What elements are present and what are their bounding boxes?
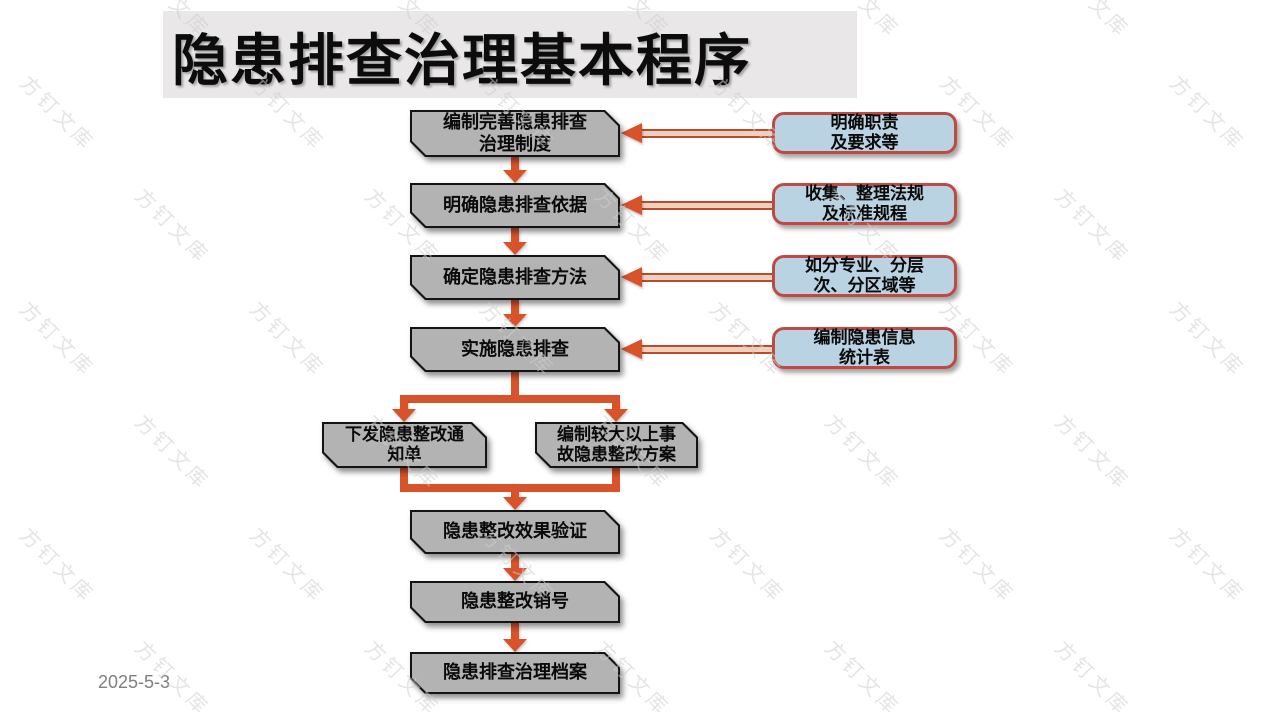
flow-step-4: 实施隐患排查 [410,327,620,372]
flow-step-1: 编制完善隐患排查 治理制度 [410,110,620,157]
arrow-down-2-3 [503,228,527,255]
arrow-shaft [642,344,772,354]
arrow-left-head-icon [621,267,642,287]
watermark-text: 方钉文库 [15,298,99,382]
arrow-down-branch-left [392,399,416,422]
flow-step-7-fill [412,654,618,692]
flow-step-6: 隐患整改销号 [410,581,620,623]
watermark-text: 方钉文库 [1165,298,1249,382]
flow-step-2-label: 明确隐患排查依据 [443,194,587,215]
watermark-text: 方钉文库 [245,524,329,608]
arrow-down-head-icon [392,409,416,422]
annotation-note-3: 如分专业、分层 次、分区域等 [772,255,957,297]
branch-step-left-fill [324,424,485,466]
arrow-down-head-icon [503,170,527,183]
branch-step-right-fill [537,424,696,466]
watermark-text: 方钉文库 [935,524,1019,608]
arrow-down-6-7 [503,623,527,652]
arrow-down-head-icon [503,568,527,581]
arrow-down-branch-right [604,399,628,422]
watermark-text: 方钉文库 [1050,185,1134,269]
arrow-down-head-icon [503,639,527,652]
branch-step-right-label: 编制较大以上事 故隐患整改方案 [557,424,676,464]
slide-date: 2025-5-3 [98,672,171,692]
arrow-left-head-icon [621,195,642,215]
flow-step-1-fill [412,112,618,155]
arrow-down-merge [503,489,527,510]
arrow-down-3-4 [503,300,527,327]
watermark-text: 方钉文库 [820,637,904,720]
arrow-from-note-3 [621,267,772,287]
flow-step-5: 隐患整改效果验证 [410,510,620,554]
arrow-from-note-4 [621,339,772,359]
watermark-text: 方钉文库 [15,524,99,608]
connector-merge-right [612,468,620,492]
connector-merge-bar [400,484,620,492]
flow-step-4-fill [412,329,618,370]
flow-step-7-label: 隐患排查治理档案 [443,662,587,683]
arrow-shaft [642,128,772,138]
flow-step-2-fill [412,185,618,226]
flow-step-2: 明确隐患排查依据 [410,183,620,228]
connector-split-stem [511,371,519,402]
arrow-shaft [511,623,519,639]
branch-step-left-label: 下发隐患整改通 知单 [345,424,464,464]
title-highlight-bar [163,11,857,98]
flow-step-4-label: 实施隐患排查 [461,338,569,359]
flow-step-6-fill [412,583,618,621]
connector-merge-left [400,468,408,492]
arrow-shaft [511,554,519,568]
flow-step-3: 确定隐患排查方法 [410,255,620,300]
watermark-text: 方钉文库 [130,185,214,269]
watermark-text: 方钉文库 [1050,637,1134,720]
arrow-down-head-icon [604,409,628,422]
flow-step-1-label: 编制完善隐患排查 治理制度 [443,112,587,154]
watermark-text: 方钉文库 [705,524,789,608]
flow-step-3-fill [412,257,618,298]
arrow-shaft [400,399,408,409]
arrow-shaft [642,200,772,210]
watermark-text: 方钉文库 [1050,411,1134,495]
arrow-down-head-icon [503,242,527,255]
watermark-text: 方钉文库 [15,72,99,156]
arrow-shaft [612,399,620,409]
arrow-down-5-6 [503,554,527,581]
watermark-text: 方钉文库 [130,411,214,495]
watermark-text: 方钉文库 [820,411,904,495]
annotation-note-4: 编制隐患信息 统计表 [772,327,957,369]
watermark-text: 方钉文库 [1165,524,1249,608]
arrow-shaft [511,489,519,497]
arrow-from-note-2 [621,195,772,215]
annotation-note-1: 明确职责 及要求等 [772,112,957,154]
arrow-left-head-icon [621,339,642,359]
flow-step-6-label: 隐患整改销号 [461,591,569,612]
watermark-text: 方钉文库 [1165,72,1249,156]
page-title: 隐患排查治理基本程序 [172,28,752,92]
branch-step-right: 编制较大以上事 故隐患整改方案 [535,422,698,468]
annotation-note-2: 收集、整理法规 及标准规程 [772,183,957,225]
arrow-down-1-2 [503,157,527,183]
arrow-down-head-icon [503,314,527,327]
arrow-left-head-icon [621,123,642,143]
arrow-shaft [511,157,519,170]
flow-step-5-label: 隐患整改效果验证 [443,521,587,542]
arrow-down-head-icon [503,497,527,510]
connector-split-bar [400,395,620,403]
flow-step-7: 隐患排查治理档案 [410,652,620,694]
flow-step-3-label: 确定隐患排查方法 [443,266,587,287]
arrow-shaft [511,228,519,242]
arrow-from-note-1 [621,123,772,143]
watermark-text: 方钉文库 [245,298,329,382]
flow-step-5-fill [412,512,618,552]
watermark-text: 方钉文库 [1050,0,1134,43]
branch-step-left: 下发隐患整改通 知单 [322,422,487,468]
arrow-shaft [642,272,772,282]
arrow-shaft [511,300,519,314]
